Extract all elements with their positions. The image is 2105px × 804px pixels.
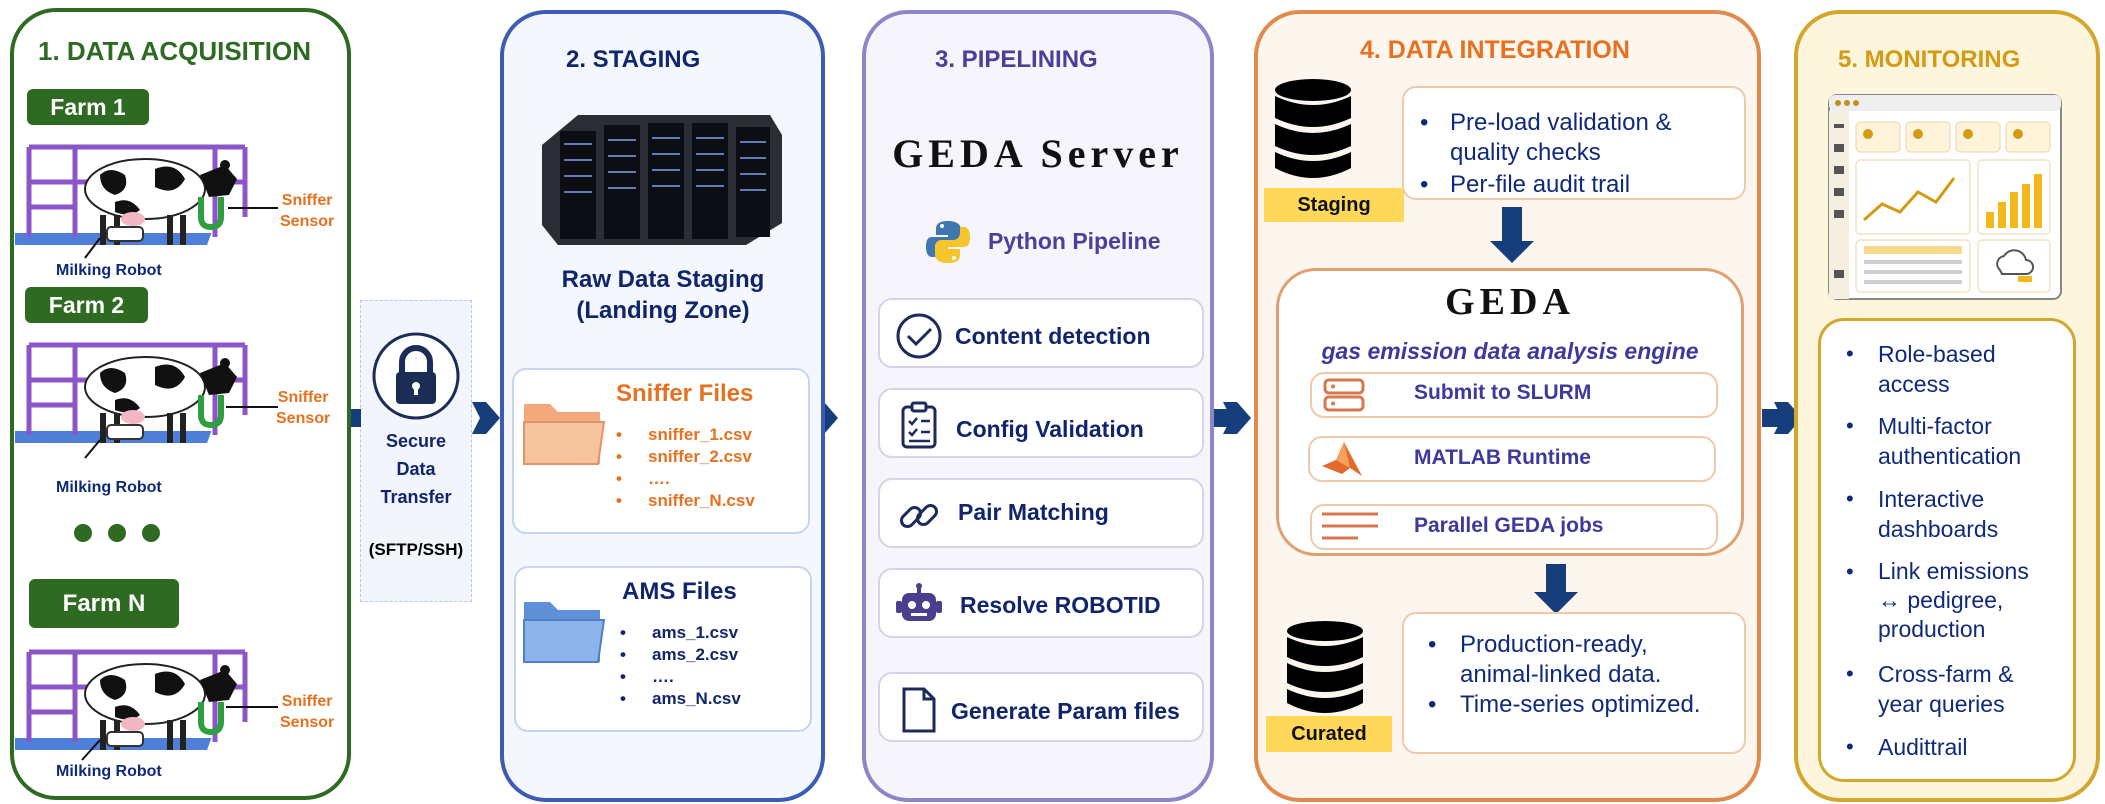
dashboard-screen-icon	[1828, 94, 2062, 300]
milking-robot-label: Milking Robot	[56, 479, 162, 496]
monitoring-feature: Multi-factor authentication	[1878, 413, 2022, 469]
curated-data-card	[1402, 612, 1746, 754]
monitoring-feature: Link emissions ↔ pedigree, production	[1878, 558, 2029, 642]
file-name: ams_1.csv	[652, 623, 739, 642]
farm-illustration	[15, 144, 248, 245]
acquisition-title: 1. DATA ACQUISITION	[38, 36, 311, 66]
bullet-dot: •	[1846, 341, 1854, 366]
staging-title: 2. STAGING	[566, 46, 701, 73]
step-label: Pair Matching	[958, 499, 1109, 525]
staging-bullet: Pre-load validation & quality checks	[1450, 109, 1672, 166]
file-name: sniffer_N.csv	[648, 491, 755, 510]
farm-label: Farm 1	[27, 89, 149, 125]
engine-item	[1308, 436, 1716, 482]
ams-files-title: AMS Files	[622, 578, 737, 605]
step-label: Generate Param files	[951, 698, 1180, 724]
bullet-dot: •	[1428, 691, 1437, 718]
sniffer-file-list: •sniffer_1.csv •sniffer_2.csv •…. •sniff…	[616, 425, 755, 510]
staging-db-label: Staging	[1264, 188, 1404, 222]
bullet-dot: •	[1846, 559, 1854, 584]
transfer-protocol: (SFTP/SSH)	[368, 540, 464, 559]
document-icon	[902, 687, 936, 733]
engine-item	[1310, 372, 1718, 418]
milking-robot-label: Milking Robot	[56, 262, 162, 279]
down-arrow	[1490, 207, 1534, 263]
pipeline-step: Config Validation	[878, 388, 1204, 458]
server-stack-icon	[1323, 378, 1365, 412]
sniffer-files-title: Sniffer Files	[616, 380, 754, 407]
bullet-dot: •	[1428, 631, 1437, 658]
file-name: sniffer_2.csv	[648, 447, 752, 466]
pipeline-step: Content detection	[878, 298, 1204, 368]
file-name: ….	[652, 667, 674, 686]
milking-robot-label: Milking Robot	[56, 763, 162, 780]
database-icon	[1287, 621, 1363, 713]
staging-checks-card	[1402, 86, 1746, 200]
folder-icon	[523, 404, 606, 465]
pipelining-title: 3. PIPELINING	[935, 46, 1098, 73]
matlab-icon	[1322, 442, 1362, 476]
engine-item-label: Submit to SLURM	[1414, 381, 1592, 404]
pipeline-step: Generate Param files	[878, 672, 1204, 742]
database-icon	[1275, 79, 1351, 178]
folder-icon	[523, 602, 606, 663]
curated-db-label: Curated	[1266, 716, 1392, 752]
curated-bullet: Production-ready, animal-linked data.	[1460, 631, 1662, 688]
clipboard-checklist-icon	[901, 401, 937, 449]
python-icon	[926, 221, 970, 263]
step-label: Config Validation	[956, 416, 1144, 442]
staging-subtitle: Raw Data Staging (Landing Zone)	[561, 266, 765, 324]
sniffer-sensor-label: Sniffer Sensor	[280, 192, 335, 230]
farm-label: Farm N	[29, 579, 179, 628]
geda-server-title: GEDA Server	[892, 131, 1184, 176]
staging-bullet: Per-file audit trail	[1450, 171, 1631, 198]
down-arrow	[1534, 564, 1578, 614]
file-name: ams_2.csv	[652, 645, 739, 664]
link-icon	[899, 503, 939, 529]
pointer-lines	[81, 207, 278, 761]
farm-label: Farm 2	[25, 287, 148, 323]
file-name: sniffer_1.csv	[648, 425, 752, 444]
monitoring-feature: Cross-farm & year queries	[1878, 661, 2014, 717]
data-acquisition-panel	[10, 8, 351, 800]
geda-engine-title: GEDA	[1445, 281, 1575, 323]
sniffer-sensor-label: Sniffer Sensor	[276, 389, 331, 427]
pipeline-step: Pair Matching	[878, 478, 1204, 548]
file-name: ….	[648, 469, 670, 488]
engine-item-label: Parallel GEDA jobs	[1414, 514, 1604, 537]
geda-engine-subtitle: gas emission data analysis engine	[1321, 338, 1699, 364]
sniffer-sensor-label: Sniffer Sensor	[280, 693, 335, 731]
monitoring-feature: Audittrail	[1878, 734, 1968, 760]
monitoring-features-card	[1818, 318, 2076, 782]
integration-title: 4. DATA INTEGRATION	[1360, 36, 1630, 64]
lines-icon	[1322, 512, 1378, 540]
server-rack-icon	[542, 115, 782, 245]
robot-icon	[896, 583, 942, 621]
check-circle-icon	[896, 313, 942, 359]
bullet-dot: •	[1846, 486, 1854, 511]
ams-file-list: •ams_1.csv •ams_2.csv •…. •ams_N.csv	[620, 623, 741, 708]
engine-item-label: MATLAB Runtime	[1414, 446, 1591, 469]
python-pipeline-label: Python Pipeline	[988, 228, 1161, 254]
pipeline-step: Resolve ROBOTID	[878, 568, 1204, 638]
step-label: Content detection	[955, 323, 1151, 349]
monitoring-title: 5. MONITORING	[1838, 46, 2021, 73]
step-label: Resolve ROBOTID	[960, 592, 1161, 618]
secure-transfer-label: Secure Data Transfer	[380, 431, 452, 507]
monitoring-feature: Role-based access	[1878, 341, 1996, 397]
bullet-dot: •	[1420, 171, 1429, 198]
farm-illustration	[15, 649, 248, 750]
bullet-dot: •	[1846, 734, 1854, 759]
curated-bullet: Time-series optimized.	[1460, 691, 1701, 718]
bullet-dot: •	[1846, 661, 1854, 686]
bullet-dot: •	[1846, 413, 1854, 438]
bullet-dot: •	[1420, 109, 1429, 136]
ellipsis-dots	[74, 524, 160, 542]
monitoring-feature: Interactive dashboards	[1878, 486, 1999, 542]
file-name: ams_N.csv	[652, 689, 741, 708]
lock-icon	[372, 332, 460, 420]
farm-illustration	[15, 342, 248, 443]
